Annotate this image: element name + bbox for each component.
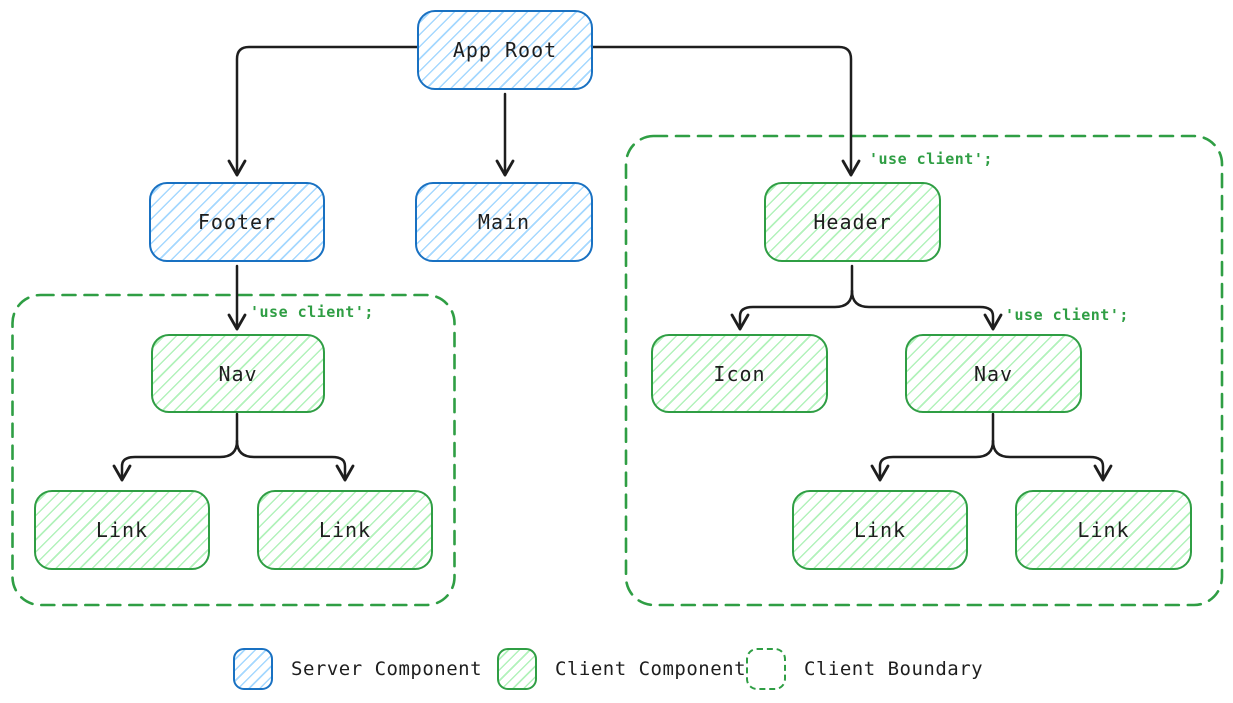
legend-label-server-component: Server Component bbox=[291, 658, 483, 680]
client-component-swatch-icon bbox=[497, 648, 537, 690]
arrow-navleft-to-link1 bbox=[112, 439, 239, 482]
arrow-navright-to-link2 bbox=[991, 439, 1113, 482]
arrow-navright-to-link1 bbox=[870, 439, 995, 482]
node-app-root: App Root bbox=[417, 10, 593, 90]
legend-item-server-component: Server Component bbox=[233, 648, 482, 690]
arrow-approot-to-footer bbox=[227, 45, 419, 177]
legend-label-client-boundary: Client Boundary bbox=[804, 658, 984, 680]
node-link-right-1: Link bbox=[792, 490, 968, 570]
node-nav-right: Nav bbox=[905, 334, 1082, 413]
use-client-directive-left-boundary: 'use client'; bbox=[250, 303, 374, 321]
node-main: Main bbox=[415, 182, 593, 262]
client-boundary-right bbox=[624, 134, 1224, 607]
arrow-header-to-nav bbox=[850, 289, 1003, 331]
node-link-left-2: Link bbox=[257, 490, 433, 570]
node-link-right-2: Link bbox=[1015, 490, 1192, 570]
legend-label-client-component: Client Component bbox=[555, 658, 747, 680]
arrow-header-to-icon bbox=[730, 289, 854, 331]
server-component-swatch-icon bbox=[233, 648, 273, 690]
client-boundary-swatch-icon bbox=[746, 648, 786, 690]
node-nav-left: Nav bbox=[151, 334, 325, 413]
node-link-left-1: Link bbox=[34, 490, 210, 570]
node-footer: Footer bbox=[149, 182, 325, 262]
arrow-approot-to-header bbox=[591, 45, 861, 177]
node-icon: Icon bbox=[651, 334, 828, 413]
use-client-directive-header: 'use client'; bbox=[869, 150, 993, 168]
legend-item-client-component: Client Component bbox=[497, 648, 746, 690]
client-boundary-left bbox=[11, 293, 456, 607]
arrow-navleft-to-link2 bbox=[235, 439, 355, 482]
legend-item-client-boundary: Client Boundary bbox=[746, 648, 983, 690]
node-header: Header bbox=[764, 182, 941, 262]
use-client-directive-nav-right: 'use client'; bbox=[1005, 306, 1129, 324]
